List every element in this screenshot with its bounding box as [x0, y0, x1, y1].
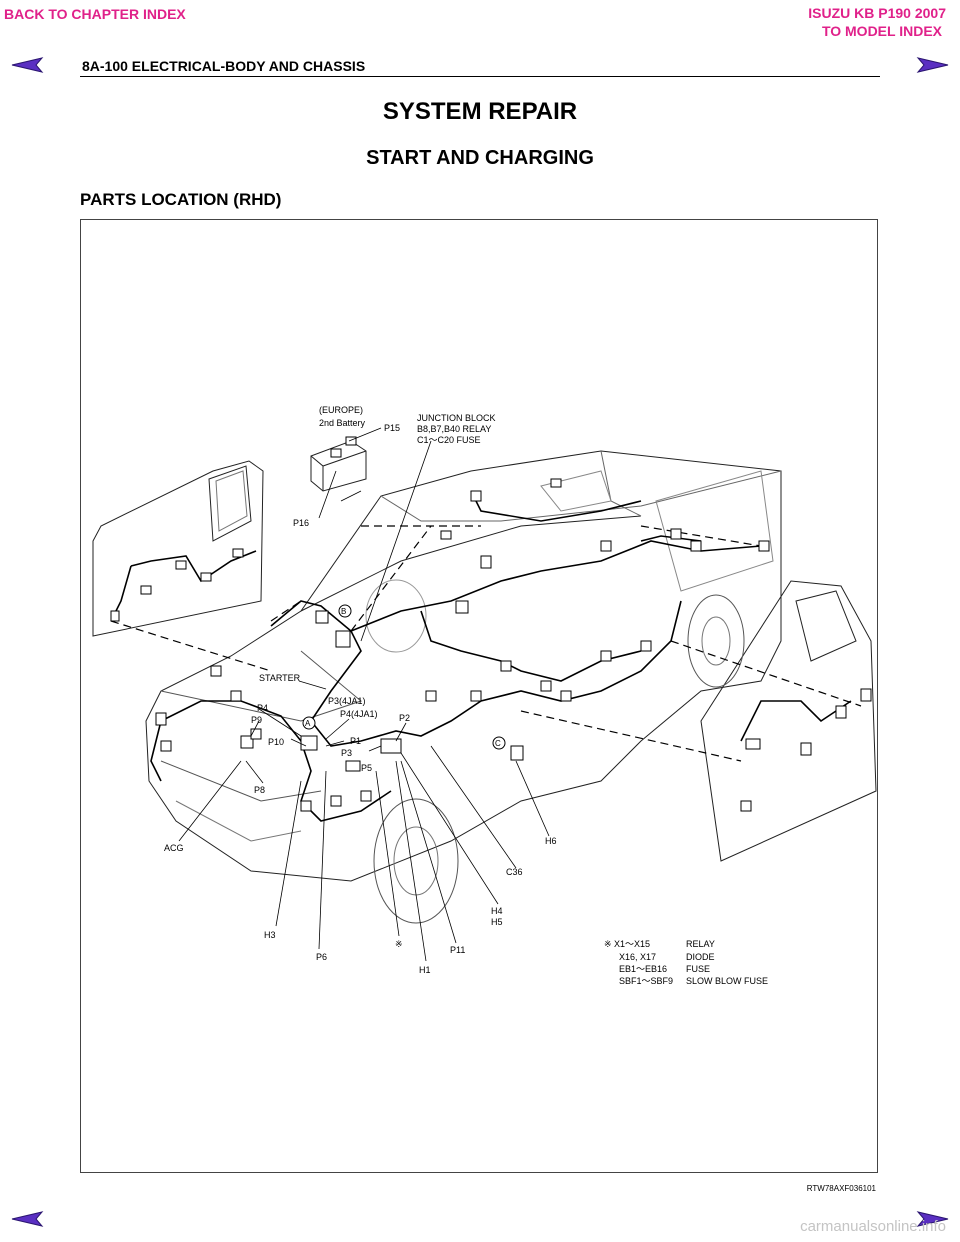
- legend-code-2: X16, X17: [619, 952, 656, 962]
- marker-c: C: [495, 739, 501, 748]
- callout-kome: ※: [395, 939, 403, 949]
- legend-desc-1: RELAY: [686, 939, 715, 949]
- callout-p3-4ja1: P3(4JA1): [328, 696, 366, 706]
- callout-c36: C36: [506, 867, 523, 877]
- prev-page-arrow-bottom-icon[interactable]: [10, 1210, 44, 1228]
- legend-code-3: EB1～EB16: [619, 964, 667, 974]
- callout-p15: P15: [384, 423, 400, 433]
- page-header-title: 8A-100 ELECTRICAL-BODY AND CHASSIS: [82, 58, 366, 74]
- next-page-arrow-bottom-icon[interactable]: [916, 1210, 950, 1228]
- legend-desc-4: SLOW BLOW FUSE: [686, 976, 768, 986]
- prev-page-arrow-icon[interactable]: [10, 56, 44, 74]
- marker-a: A: [305, 719, 311, 728]
- callout-h5: H5: [491, 917, 503, 927]
- callout-p4-4ja1: P4(4JA1): [340, 709, 378, 719]
- callout-h1: H1: [419, 965, 431, 975]
- callout-p5: P5: [361, 763, 372, 773]
- vehicle-wiring-illustration: B A C (EUROPE) 2nd Battery P15 P16 JUNCT…: [92, 405, 877, 986]
- legend-code-4: SBF1～SBF9: [619, 976, 673, 986]
- callout-p11: P11: [450, 945, 465, 955]
- callout-p2: P2: [399, 713, 410, 723]
- callout-europe: (EUROPE): [319, 405, 363, 415]
- callout-p6: P6: [316, 952, 327, 962]
- callout-h4: H4: [491, 906, 503, 916]
- figure-code: RTW78AXF036101: [806, 1184, 876, 1193]
- callout-h6: H6: [545, 836, 557, 846]
- watermark: carmanualsonline.info: [800, 1218, 946, 1235]
- parts-location-diagram: B A C (EUROPE) 2nd Battery P15 P16 JUNCT…: [80, 219, 878, 1173]
- legend-desc-2: DIODE: [686, 952, 715, 962]
- callout-p1: P1: [350, 736, 361, 746]
- back-to-chapter-index-link[interactable]: BACK TO CHAPTER INDEX: [4, 6, 186, 22]
- callout-p4: P4: [257, 703, 268, 713]
- callout-junction-block: JUNCTION BLOCK: [417, 413, 496, 423]
- header-rule: [80, 76, 880, 77]
- marker-b: B: [341, 607, 346, 616]
- subsection-heading: PARTS LOCATION (RHD): [80, 190, 282, 209]
- legend-code-1: ※ X1～X15: [604, 939, 650, 949]
- section-heading: START AND CHARGING: [366, 147, 594, 169]
- callout-p3: P3: [341, 748, 352, 758]
- legend: ※ X1～X15 RELAY X16, X17 DIODE EB1～EB16 F…: [604, 939, 768, 986]
- system-repair-heading: SYSTEM REPAIR: [382, 98, 578, 125]
- callout-p9: P9: [251, 715, 262, 725]
- model-name-link[interactable]: ISUZU KB P190 2007: [808, 5, 946, 21]
- callout-p8: P8: [254, 785, 265, 795]
- callout-relay: B8,B7,B40 RELAY: [417, 424, 491, 434]
- callout-starter: STARTER: [259, 673, 301, 683]
- callout-fuse: C1～C20 FUSE: [417, 435, 481, 445]
- callout-p16: P16: [293, 518, 309, 528]
- callout-p10: P10: [268, 737, 284, 747]
- next-page-arrow-icon[interactable]: [916, 56, 950, 74]
- callout-acg: ACG: [164, 843, 184, 853]
- callout-2nd-battery: 2nd Battery: [319, 418, 366, 428]
- callout-h3: H3: [264, 930, 276, 940]
- to-model-index-link[interactable]: TO MODEL INDEX: [821, 23, 942, 39]
- legend-desc-3: FUSE: [686, 964, 710, 974]
